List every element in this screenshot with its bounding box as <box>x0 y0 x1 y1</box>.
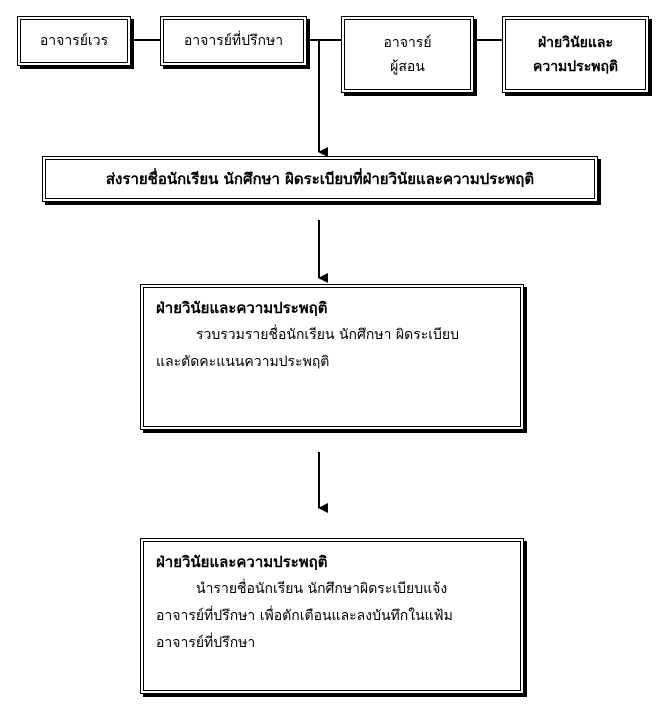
step1-text: ส่งรายชื่อนักเรียน นักศึกษา ผิดระเบียบที… <box>105 170 535 188</box>
box-duty-teacher: อาจารย์เวร <box>17 16 131 66</box>
box-advisor: อาจารย์ที่ปรึกษา <box>160 16 307 66</box>
box-subject-teacher-line1: อาจารย์ <box>383 34 432 51</box>
box-discipline-line1: ฝ่ายวินัยและ <box>537 34 613 51</box>
box-subject-teacher-line2: ผู้สอน <box>390 58 425 75</box>
step3-notify-advisor: ฝ่ายวินัยและความประพฤติ นำรายชื่อนักเรีย… <box>140 538 524 694</box>
step3-line3: อาจารย์ที่ปรึกษา <box>156 635 256 651</box>
box-subject-teacher: อาจารย์ ผู้สอน <box>341 16 474 93</box>
box-advisor-label: อาจารย์ที่ปรึกษา <box>183 33 284 49</box>
step2-line1: รวบรวมรายชื่อนักเรียน นักศึกษา ผิดระเบีย… <box>196 327 459 343</box>
step2-collect-names: ฝ่ายวินัยและความประพฤติ รวบรวมรายชื่อนัก… <box>140 284 524 430</box>
step1-send-names: ส่งรายชื่อนักเรียน นักศึกษา ผิดระเบียบที… <box>42 156 598 202</box>
step2-line2: และตัดคะแนนความประพฤติ <box>156 354 330 370</box>
step3-line2: อาจารย์ที่ปรึกษา เพื่อตักเตือนและลงบันทึ… <box>156 608 453 624</box>
step2-title: ฝ่ายวินัยและความประพฤติ <box>156 299 328 317</box>
step3-title: ฝ่ายวินัยและความประพฤติ <box>156 553 328 571</box>
step3-line1: นำรายชื่อนักเรียน นักศึกษาผิดระเบียบแจ้ง <box>196 581 448 597</box>
box-duty-teacher-label: อาจารย์เวร <box>39 33 109 49</box>
box-discipline-line2: ความประพฤติ <box>532 58 619 75</box>
box-discipline: ฝ่ายวินัยและ ความประพฤติ <box>502 16 649 93</box>
